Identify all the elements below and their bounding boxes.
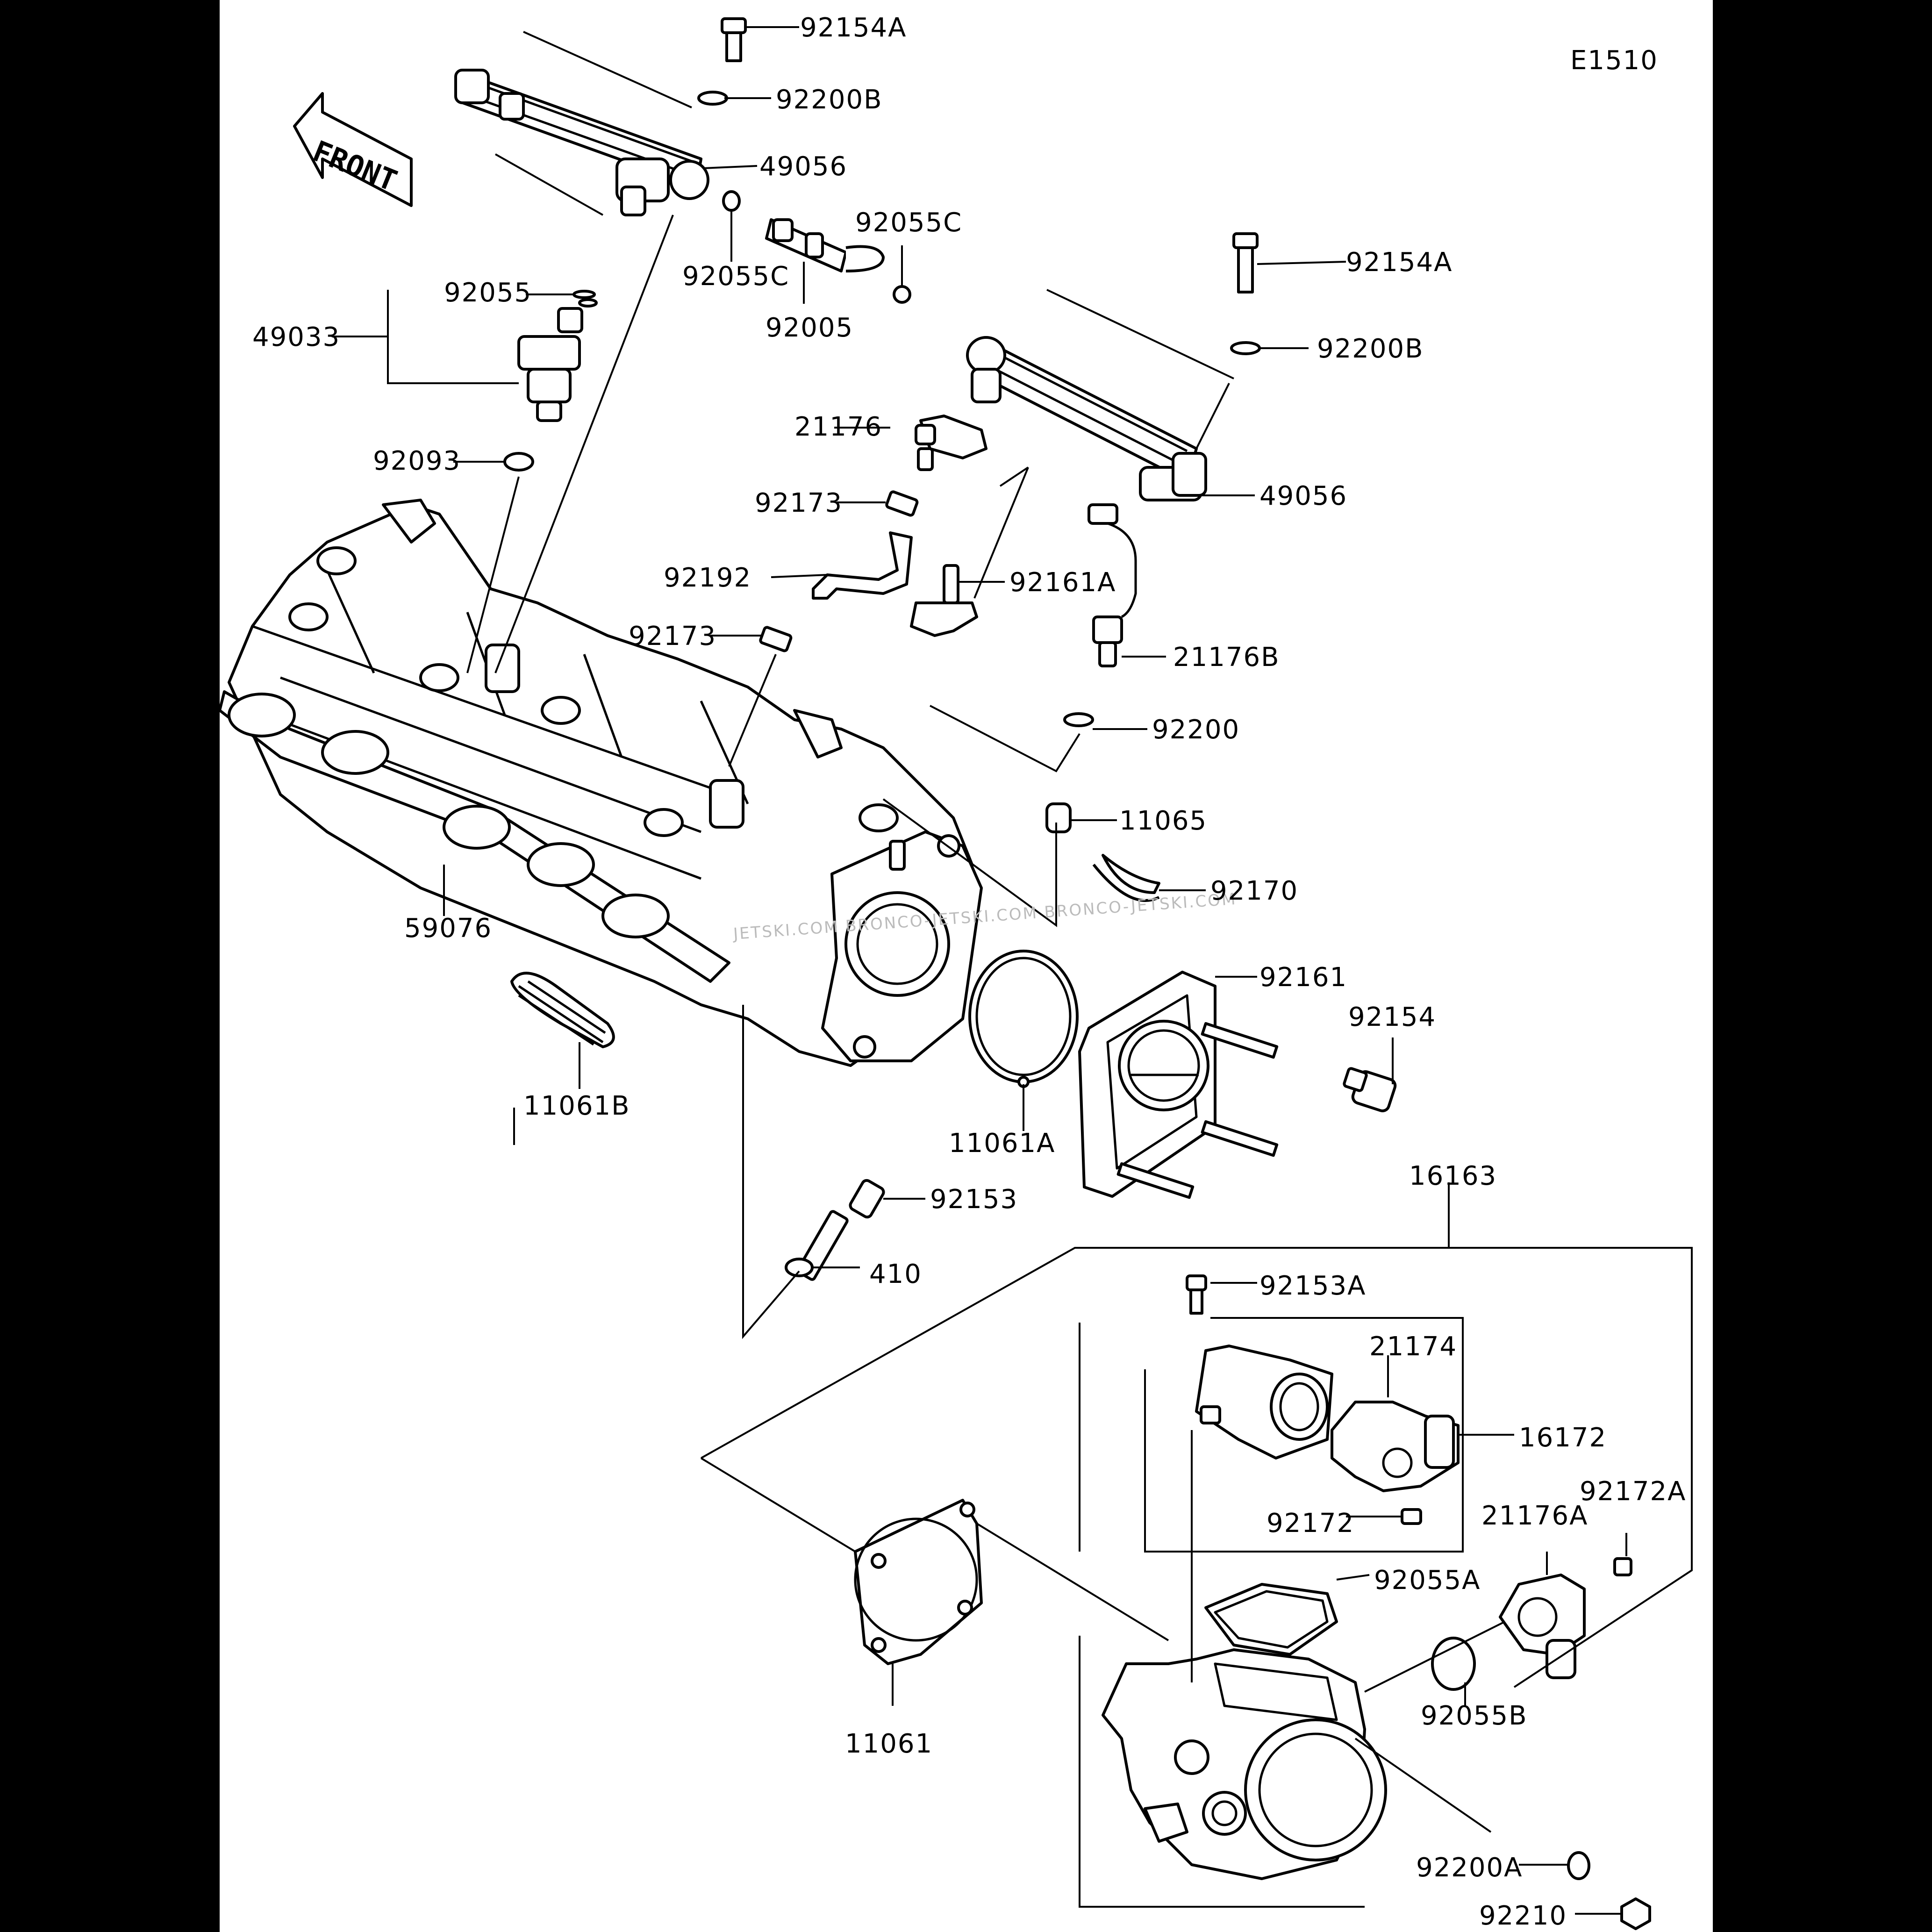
oring-92055C-right: [893, 285, 911, 304]
label-11061B: 11061B: [523, 1091, 630, 1121]
sensor-21176: [915, 415, 987, 471]
seal-92093: [503, 452, 534, 472]
label-92170: 92170: [1210, 876, 1298, 906]
label-92200B-right: 92200B: [1317, 334, 1424, 364]
label-92172: 92172: [1267, 1508, 1354, 1538]
label-92153A: 92153A: [1259, 1271, 1366, 1301]
bolt-92153A: [1186, 1274, 1207, 1315]
gasket-11061: [854, 1499, 983, 1665]
screw-92172A: [1613, 1557, 1632, 1576]
label-92154A-top: 92154A: [800, 13, 907, 43]
actuator-21174: [1331, 1401, 1460, 1492]
throttle-body: [1102, 1648, 1387, 1880]
label-92153: 92153: [930, 1184, 1018, 1215]
label-92173-bottom: 92173: [629, 621, 716, 651]
fuel-rail-upper-left: [454, 69, 709, 216]
gasket-11061B: [510, 972, 615, 1048]
washer-410: [785, 1258, 814, 1277]
label-92192: 92192: [664, 563, 751, 593]
label-92161: 92161: [1259, 962, 1347, 993]
oring-92055C-left: [722, 190, 741, 212]
label-21176: 21176: [794, 412, 882, 442]
label-92055A: 92055A: [1374, 1565, 1481, 1596]
sensor-21176B: [1088, 503, 1137, 667]
label-92154A-right: 92154A: [1346, 247, 1453, 278]
sensor-21176A: [1499, 1574, 1586, 1679]
fitting-92005: [765, 218, 885, 272]
label-92200B-top: 92200B: [776, 85, 883, 115]
bolt-92154A-right: [1232, 232, 1259, 293]
sensor-92161A: [910, 564, 978, 637]
adapter-plate-92161: [1078, 971, 1279, 1199]
label-49056-top: 49056: [759, 151, 847, 182]
label-92055C-left: 92055C: [682, 261, 789, 292]
label-49056-right: 49056: [1259, 481, 1347, 511]
label-410: 410: [869, 1259, 922, 1289]
hose-92192: [812, 531, 913, 600]
valve-body-16172: [1195, 1345, 1333, 1460]
washer-92200B-right: [1230, 341, 1261, 355]
label-92055B: 92055B: [1421, 1701, 1528, 1731]
oring-92055: [572, 290, 596, 299]
clamp-92173-top: [885, 490, 919, 517]
label-21176A: 21176A: [1481, 1501, 1588, 1531]
part-labels: 92154A 92200B 49056 92055C 92055C 92005 …: [252, 13, 1686, 1931]
intake-manifold-59076: [218, 499, 983, 1067]
injector-49033: [517, 298, 598, 422]
fuel-rail-upper-right: [966, 336, 1207, 501]
screw-92172: [1401, 1508, 1422, 1525]
front-arrow-icon: FRONT: [293, 92, 413, 207]
label-16163: 16163: [1409, 1161, 1497, 1191]
label-21174: 21174: [1369, 1331, 1457, 1362]
label-11065: 11065: [1119, 806, 1207, 836]
nut-92210: [1620, 1897, 1651, 1930]
label-49033: 49033: [252, 322, 340, 352]
label-92172A: 92172A: [1580, 1476, 1686, 1507]
oring-11061A: [968, 950, 1079, 1088]
label-92210: 92210: [1479, 1901, 1567, 1931]
washer-92200A: [1567, 1851, 1590, 1880]
label-92005: 92005: [766, 313, 853, 343]
label-92154: 92154: [1348, 1002, 1436, 1032]
label-92161A: 92161A: [1009, 567, 1116, 598]
label-92093: 92093: [373, 446, 461, 476]
leader-lines: [332, 26, 1693, 1915]
label-92173-top: 92173: [755, 488, 843, 518]
bolt-92154A-top: [721, 17, 747, 62]
clamp-92170: [1092, 854, 1160, 902]
diagram-code: E1510: [1570, 45, 1658, 76]
label-11061A: 11061A: [949, 1128, 1055, 1159]
label-92055C-right: 92055C: [855, 208, 962, 238]
washer-92200B-top: [697, 91, 728, 106]
label-59076: 59076: [404, 913, 492, 944]
label-21176B: 21176B: [1173, 642, 1280, 673]
label-92055: 92055: [444, 278, 532, 308]
clamp-92173-bottom: [759, 626, 793, 652]
label-92200A: 92200A: [1416, 1853, 1523, 1883]
label-92200: 92200: [1152, 715, 1240, 745]
bolt-92154: [1343, 1067, 1397, 1113]
label-16172: 16172: [1519, 1423, 1607, 1453]
cap-11065: [1045, 802, 1072, 833]
oring-92055B: [1431, 1637, 1476, 1691]
label-11061: 11061: [845, 1729, 933, 1759]
washer-92200: [1063, 712, 1094, 727]
